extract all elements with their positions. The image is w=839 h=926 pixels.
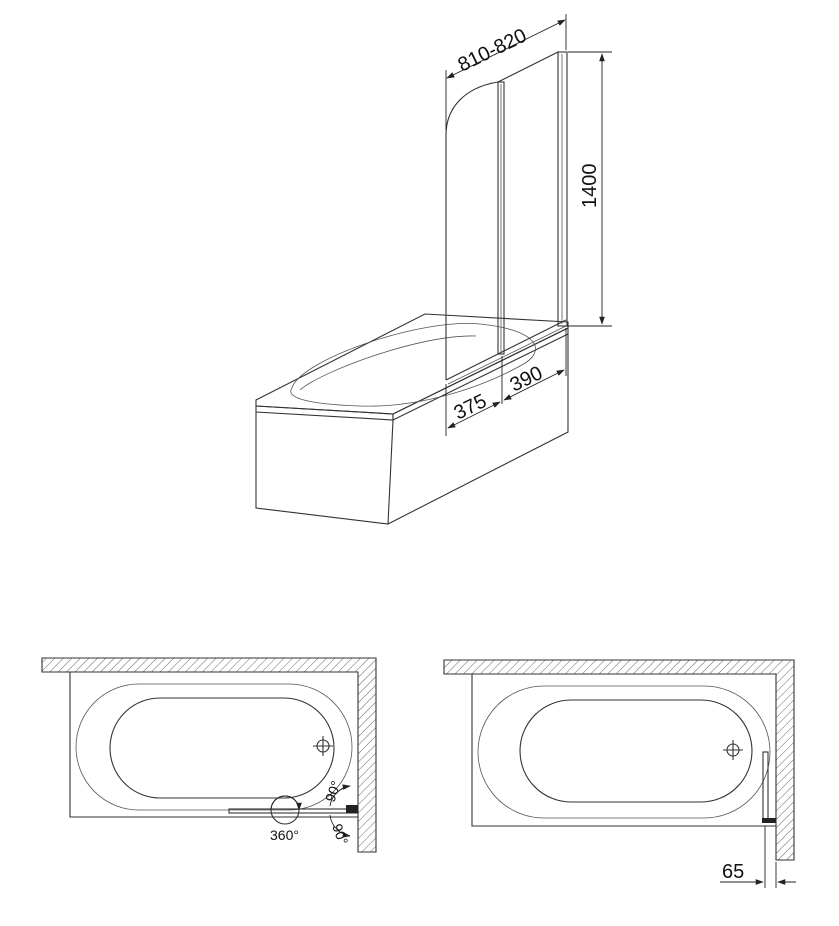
glass-screen-3d	[445, 51, 568, 385]
width-dimension: 810-820	[445, 14, 567, 130]
wall-offset-label: 65	[722, 861, 744, 883]
tub-basin-left	[109, 697, 335, 799]
height-dimension: 1400	[568, 51, 612, 327]
drain-icon-right	[723, 740, 743, 760]
plan-view-right: 65	[443, 659, 796, 888]
isometric-view: 810-820 1400 375 390	[255, 14, 612, 525]
drain-icon	[313, 736, 333, 756]
tub-basin-right	[519, 699, 753, 803]
plan-view-left: 360° 90° 90°	[41, 657, 377, 853]
tub-rim-left	[75, 683, 353, 811]
rotation-label: 360°	[270, 827, 299, 843]
wall-hatch-left	[41, 657, 377, 853]
height-label: 1400	[579, 164, 601, 209]
bathtub-3d	[255, 313, 569, 525]
middle-profile	[497, 81, 505, 355]
width-label: 810-820	[455, 25, 531, 77]
panel-left-label: 375	[451, 390, 491, 424]
wall-hatch-right	[443, 659, 795, 861]
angle-lower-label: 90°	[329, 822, 351, 847]
screen-parked	[762, 751, 769, 821]
hinge-block-right	[762, 818, 776, 823]
tub-rim-right	[477, 685, 771, 819]
panel-right-label: 390	[507, 362, 547, 396]
wall-profile	[557, 51, 568, 327]
angle-upper-label: 90°	[322, 779, 344, 804]
hinge-block	[346, 805, 358, 813]
